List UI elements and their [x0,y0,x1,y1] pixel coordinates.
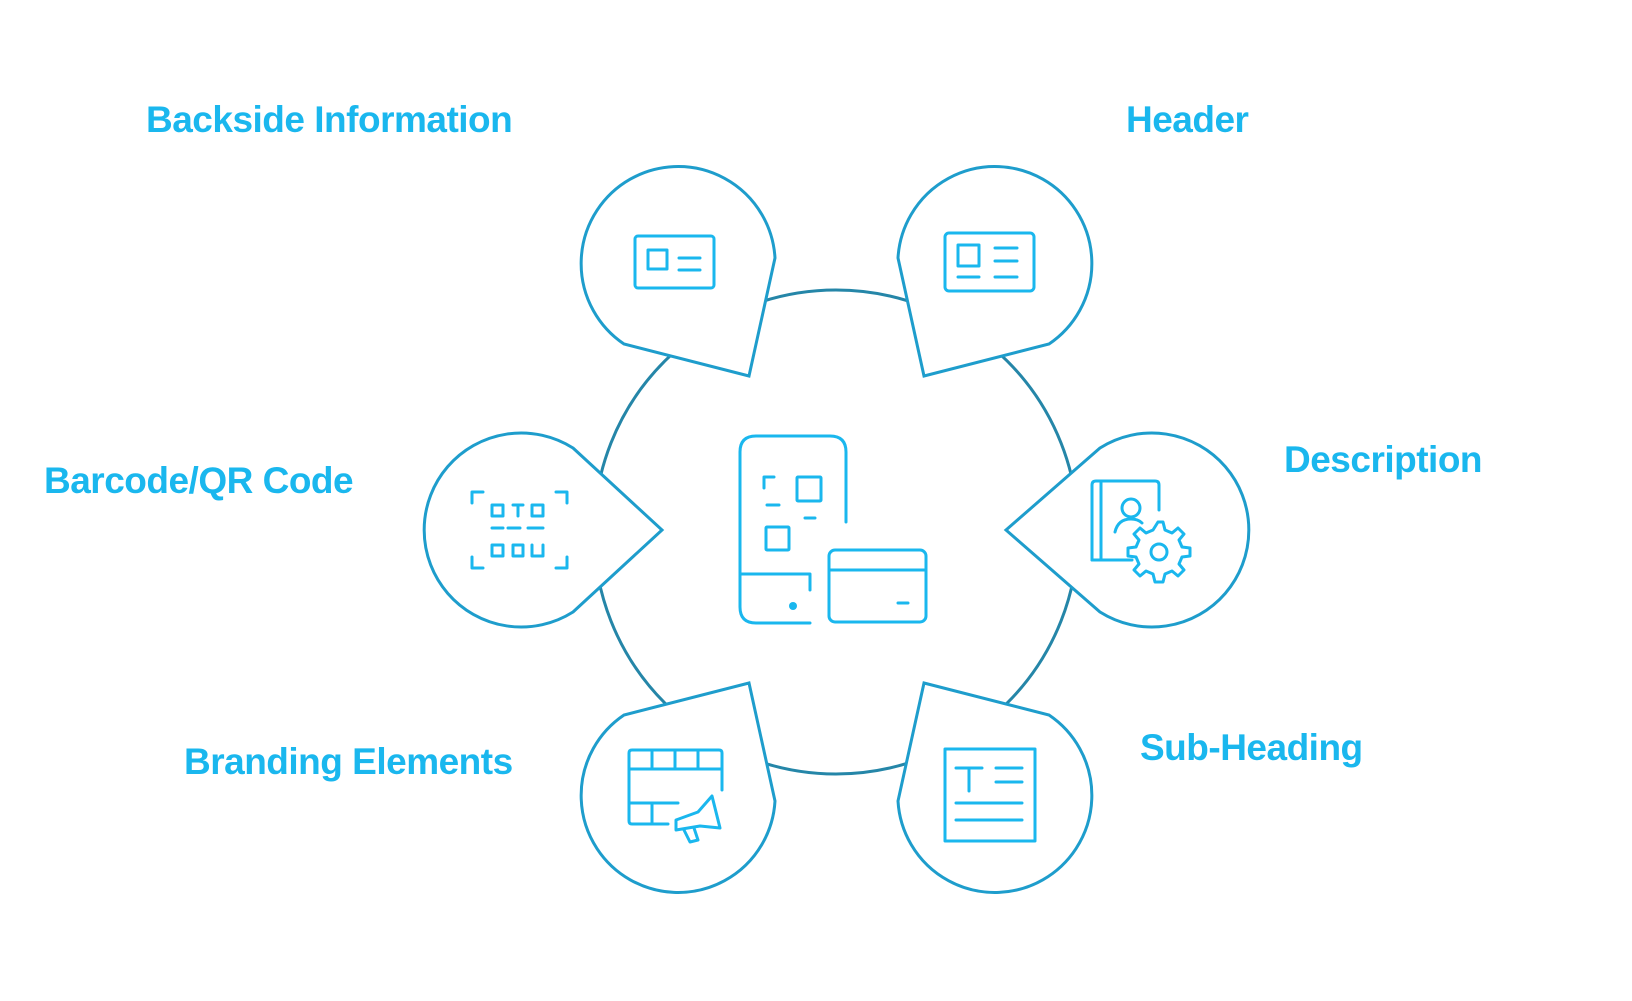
central-hub-ring [592,288,1080,776]
pin-barcode-qr-code [422,431,665,629]
profile-settings-icon [1090,479,1192,584]
phone-with-qr-and-card-icon [738,434,928,625]
pin-sub-heading [896,681,1094,894]
label-description: Description [1284,439,1483,480]
text-document-icon [943,747,1037,843]
label-header: Header [1126,99,1249,140]
id-card-icon [633,234,716,290]
label-branding-elements: Branding Elements [184,741,513,782]
label-sub-heading: Sub-Heading [1140,727,1363,768]
label-barcode-qr-code: Barcode/QR Code [44,460,354,501]
label-backside-information: Backside Information [146,99,513,140]
pin-description [1003,431,1251,629]
qr-scan-icon [470,490,569,570]
pin-branding-elements [579,681,777,894]
id-card-lines-icon [943,231,1036,293]
pin-header [896,165,1094,378]
calendar-megaphone-icon [627,748,724,844]
pin-backside-information [579,165,777,378]
